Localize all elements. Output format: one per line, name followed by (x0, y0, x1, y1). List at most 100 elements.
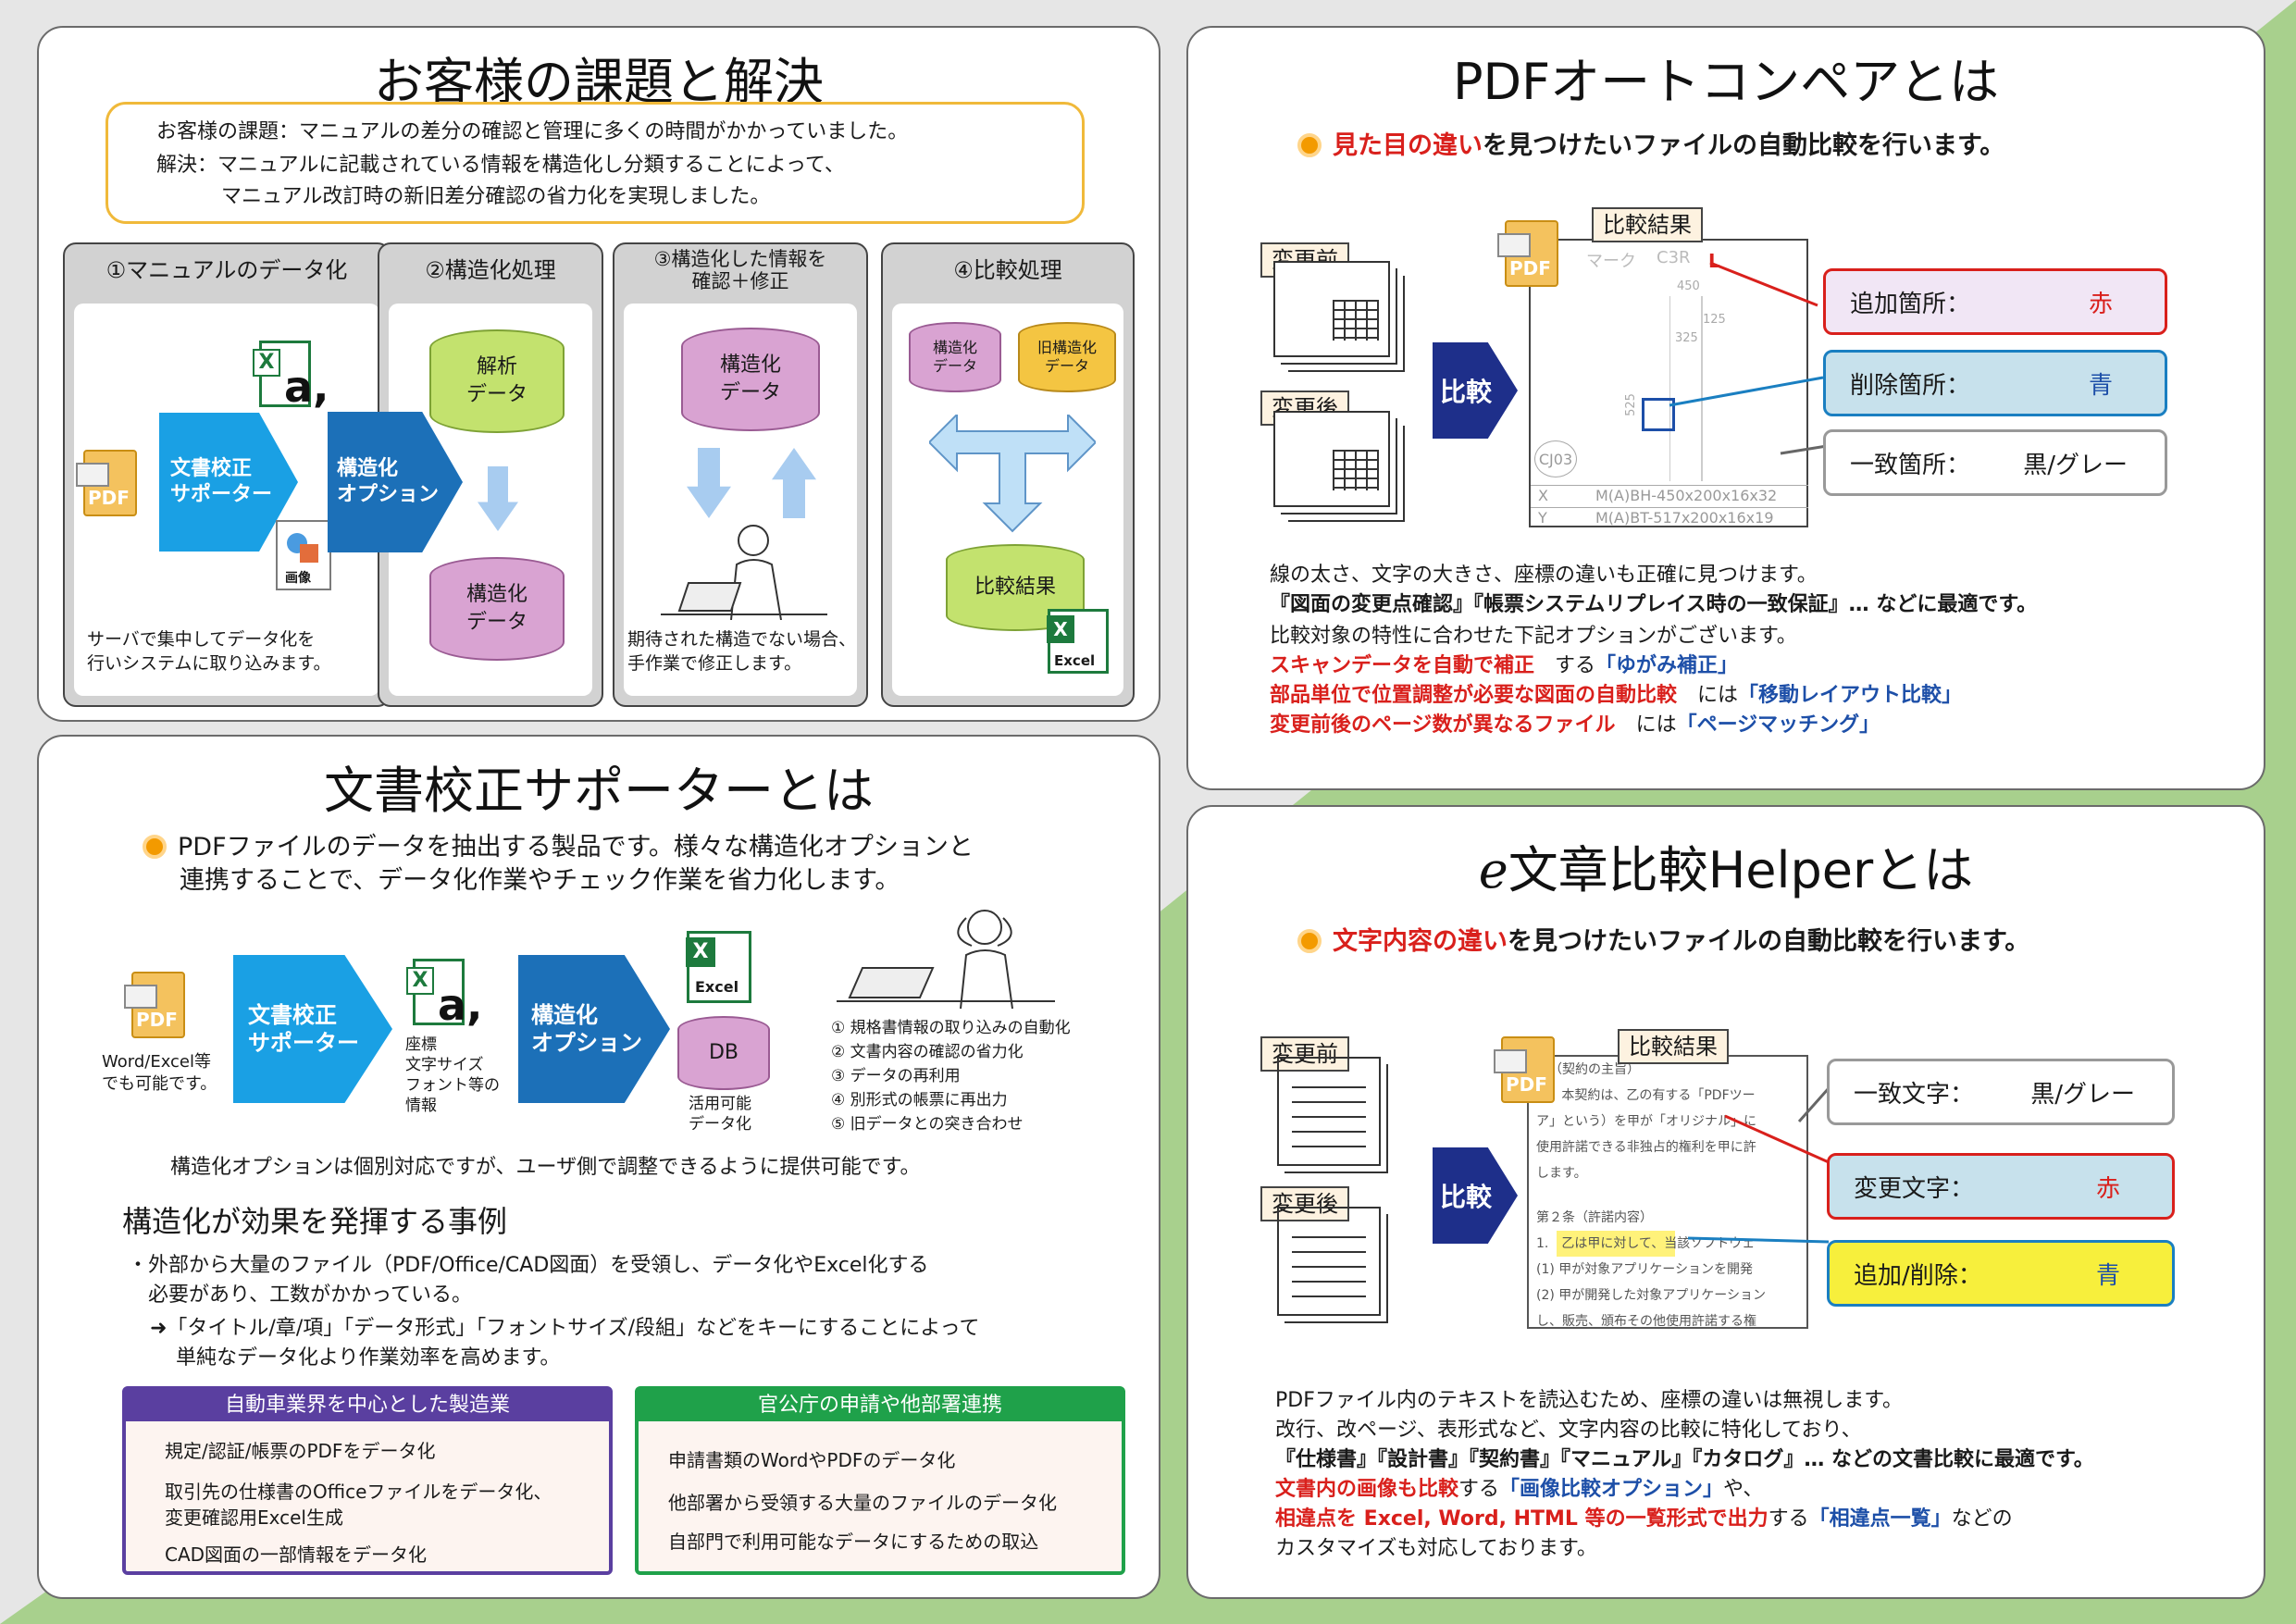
list-item: 自部門で利用可能なデータにするための取込 (668, 1531, 1039, 1553)
before-label: 変更前 (1260, 1036, 1349, 1072)
callout-added: 追加箇所：赤 (1823, 268, 2167, 335)
cylinder-structured-data: 構造化 データ (681, 328, 820, 431)
arrow-structure-option: 構造化 オプション (518, 955, 670, 1103)
relaxed-person-illustration (837, 910, 1055, 1010)
manufacturing-box: 自動車業界を中心とした製造業 規定/認証/帳票のPDFをデータ化 取引先の仕様書… (122, 1386, 613, 1575)
result-label: 比較結果 (1618, 1029, 1729, 1064)
before-document-icon (1277, 1057, 1381, 1166)
image-icon: 画像 (276, 520, 331, 590)
government-box: 官公庁の申請や他部署連携 申請書類のWordやPDFのデータ化 他部署から受領す… (635, 1386, 1125, 1575)
panel-title: PDFオートコンペアとは (1452, 53, 2000, 111)
pdf-note: Word/Excel等 でも可能です。 (102, 1052, 217, 1094)
panel-title: 文書校正サポーターとは (324, 762, 874, 820)
callout-lines (1669, 261, 1828, 455)
step-desc-1: 期待された構造でない場合、 (627, 629, 857, 650)
panel-title: お客様の課題と解決 (374, 53, 824, 111)
lead-text: 文字内容の違いを見つけたいファイルの自動比較を行います。 (1297, 927, 2029, 957)
lead-text-1: PDFファイルのデータを抽出する製品です。様々な構造化オプションと (143, 833, 974, 862)
case-text-2: 必要があり、工数がかかっている。 (148, 1283, 473, 1307)
after-document-icon (1277, 1207, 1381, 1316)
compare-arrow: 比較 (1433, 1147, 1518, 1244)
list-item: 申請書類のWordやPDFのデータ化 (668, 1449, 956, 1471)
list-item: 変更確認用Excel生成 (165, 1506, 343, 1529)
option-note: 構造化オプションは個別対応ですが、ユーザ側で調整できるように提供可能です。 (170, 1156, 921, 1179)
bullet-dot-icon (1297, 929, 1322, 953)
desc-line-4: 文書内の画像も比較する「画像比較オプション」や、 (1275, 1478, 1764, 1501)
case-text-1: ・外部から大量のファイル（PDF/Office/CAD図面）を受領し、データ化や… (128, 1254, 929, 1277)
desc-line-5: 相違点を Excel, Word, HTML 等の一覧形式で出力する「相違点一覧… (1275, 1507, 2013, 1531)
issue-text: お客様の課題：マニュアルの差分の確認と管理に多くの時間がかかっていました。 (156, 120, 909, 143)
excel-icon: X Excel (1047, 609, 1109, 674)
desc-line-6: カスタマイズも対応しております。 (1275, 1537, 1597, 1560)
list-item: ⑤ 旧データとの突き合わせ (831, 1115, 1024, 1134)
panel-pdf-autocompare: PDFオートコンペアとは 見た目の違いを見つけたいファイルの自動比較を行います。… (1186, 26, 2265, 790)
case-text-3: ➜「タイトル/章/項」「データ形式」「フォントサイズ/段組」などをキーにすること… (150, 1317, 980, 1340)
callout-lines (1687, 1087, 1831, 1244)
arrow-bunsho-supporter: 文書校正 サポーター (233, 955, 392, 1103)
callout-matched: 一致箇所：黒/グレー (1823, 429, 2167, 496)
panel-e-bunsho-helper: e文章比較Helperとは 文字内容の違いを見つけたいファイルの自動比較を行いま… (1186, 805, 2265, 1599)
arrow-up-icon (772, 448, 816, 518)
step-4: ④比較処理 構造化 データ 旧構造化 データ 比較結果 X Excel (881, 242, 1135, 707)
case-title: 構造化が効果を発揮する事例 (122, 1204, 508, 1239)
merge-arrow-icon (929, 415, 1096, 533)
step-header: ②構造化処理 (425, 257, 556, 283)
desc-line-1: 線の太さ、文字の大きさ、座標の違いも正確に見つけます。 (1270, 564, 1818, 587)
callout-matched-text: 一致文字：黒/グレー (1827, 1059, 2175, 1125)
option-line-3: 変更前後のページ数が異なるファイル には「ページマッチング」 (1270, 713, 1880, 737)
list-item: ④ 別形式の帳票に再出力 (831, 1091, 1008, 1110)
list-item: ③ データの再利用 (831, 1067, 961, 1085)
lead-text: 見た目の違いを見つけたいファイルの自動比較を行います。 (1297, 131, 2004, 161)
panel-title: e文章比較Helperとは (1478, 841, 1974, 899)
option-line-2: 部品単位で位置調整が必要な図面の自動比較 には「移動レイアウト比較」 (1270, 684, 1963, 707)
result-label: 比較結果 (1592, 207, 1703, 242)
pdf-icon: PDF (76, 450, 137, 516)
callout-changed-text: 変更文字：赤 (1827, 1153, 2175, 1220)
before-document-icon (1273, 261, 1390, 357)
box-header: 自動車業界を中心とした製造業 (126, 1390, 609, 1421)
arrow-down-icon (478, 466, 518, 531)
lead-text-2: 連携することで、データ化作業やチェック作業を省力化します。 (180, 866, 900, 895)
text-document-result: 条（契約の主旨） 1. 本契約は、乙の有する「PDFツー ア」という）を甲が「オ… (1527, 1055, 1808, 1329)
cylinder-structured-data: 構造化 データ (909, 322, 1001, 392)
box-header: 官公庁の申請や他部署連携 (639, 1390, 1122, 1421)
option-line-1: スキャンデータを自動で補正 する「ゆがみ補正」 (1270, 654, 1739, 677)
excel-icon: X Excel (686, 931, 751, 1003)
panel-customer-issue: お客様の課題と解決 お客様の課題：マニュアルの差分の確認と管理に多くの時間がかか… (37, 26, 1160, 722)
db-cylinder: DB (677, 1016, 770, 1090)
drawing-result: マーク C3R L 450 125 325 525 CJ03 X Y M(A)B… (1529, 239, 1808, 527)
cylinder-analysis-data: 解析 データ (429, 329, 565, 433)
solution-text-2: マニュアル改訂時の新旧差分確認の省力化を実現しました。 (221, 185, 771, 208)
attr-note: 座標 文字サイズ フォント等の 情報 (405, 1035, 500, 1115)
solution-text-1: 解決：マニュアルに記載されている情報を構造化し分類することによって、 (156, 154, 845, 177)
bullet-dot-icon (143, 835, 167, 859)
pdf-icon: PDF (124, 972, 185, 1038)
pdf-icon: PDF (1497, 220, 1558, 287)
after-document-icon (1273, 411, 1390, 507)
panel-bunsho-supporter: 文書校正サポーターとは PDFファイルのデータを抽出する製品です。様々な構造化オ… (37, 735, 1160, 1599)
step-desc-2: 行いシステムに取り込みます。 (87, 653, 331, 674)
pdf-icon: PDF (1494, 1036, 1555, 1103)
list-item: CAD図面の一部情報をデータ化 (165, 1543, 428, 1566)
step-desc-2: 手作業で修正します。 (627, 653, 802, 674)
step-header: ③構造化した情報を 確認＋修正 (653, 248, 827, 292)
step-header: ①マニュアルのデータ化 (105, 257, 348, 283)
step-3: ③構造化した情報を 確認＋修正 構造化 データ 期待された構造でない場合、 手作… (613, 242, 868, 707)
list-item: 規定/認証/帳票のPDFをデータ化 (165, 1440, 436, 1462)
case-text-4: 単純なデータ化より作業効率を高めます。 (176, 1346, 561, 1370)
desc-line-2: 改行、改ページ、表形式など、文字内容の比較に特化しており、 (1275, 1419, 1862, 1442)
person-at-laptop-illustration (661, 525, 827, 620)
issue-box: お客様の課題：マニュアルの差分の確認と管理に多くの時間がかかっていました。 解決… (105, 102, 1085, 224)
bullet-dot-icon (1297, 133, 1322, 157)
desc-line-3: 『仕様書』『設計書』『契約書』『マニュアル』『カタログ』… などの文書比較に最適… (1275, 1448, 2094, 1471)
cylinder-old-structured-data: 旧構造化 データ (1018, 322, 1116, 392)
list-item: 他部署から受領する大量のファイルのデータ化 (668, 1492, 1057, 1514)
db-note: 活用可能 データ化 (689, 1095, 751, 1134)
step-desc-1: サーバで集中してデータ化を (87, 629, 316, 650)
list-item: 取引先の仕様書のOfficeファイルをデータ化、 (165, 1481, 552, 1503)
desc-line-3: 比較対象の特性に合わせた下記オプションがございます。 (1270, 625, 1797, 648)
arrow-down-icon (687, 448, 731, 518)
removed-mark (1642, 398, 1675, 431)
